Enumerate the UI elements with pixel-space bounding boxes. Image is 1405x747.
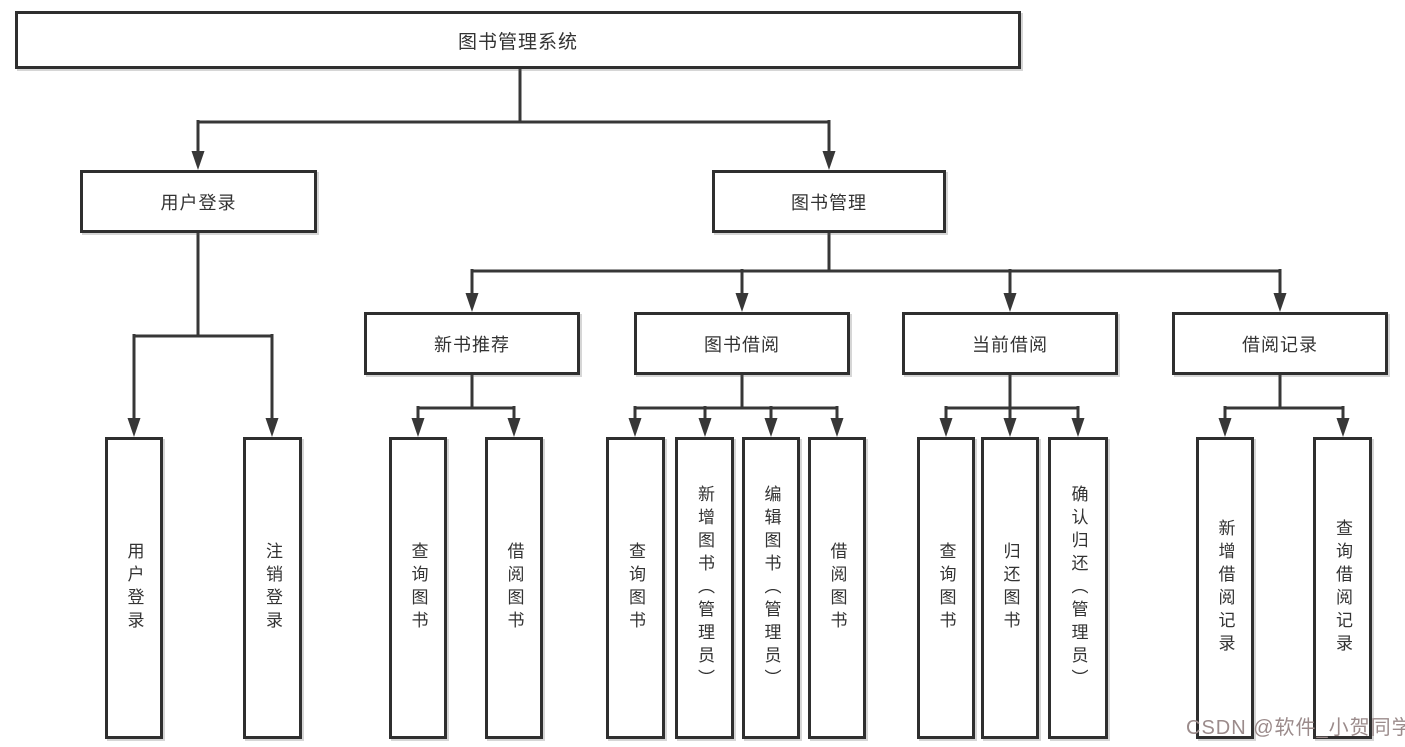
leaf-borrow-books-recommend: 借阅图书 <box>485 437 543 739</box>
node-label: 图书管理系统 <box>457 31 578 53</box>
node-user-login: 用户登录 <box>80 170 317 233</box>
node-current-borrowing: 当前借阅 <box>902 312 1118 375</box>
leaf-label: 查询图书 <box>408 542 428 634</box>
leaf-query-books-recommend: 查询图书 <box>389 437 447 739</box>
leaf-label: 归还图书 <box>1000 542 1020 634</box>
leaf-label: 新增借阅记录 <box>1215 519 1235 657</box>
leaf-label: 借阅图书 <box>504 542 524 634</box>
leaf-label: 查询图书 <box>626 542 645 634</box>
leaf-label: 查询图书 <box>936 542 956 634</box>
leaf-user-login: 用户登录 <box>105 437 163 739</box>
arrow-heads <box>127 151 1350 437</box>
node-label: 当前借阅 <box>972 334 1048 355</box>
leaf-edit-books-admin: 编辑图书（管理员） <box>742 437 800 739</box>
leaf-query-books-borrowing: 查询图书 <box>606 437 665 739</box>
leaf-label: 注销登录 <box>263 542 282 634</box>
leaf-borrow-books-borrowing: 借阅图书 <box>808 437 866 739</box>
leaf-query-borrow-record: 查询借阅记录 <box>1313 437 1372 739</box>
leaf-add-books-admin: 新增图书（管理员） <box>675 437 734 739</box>
leaf-query-books-current: 查询图书 <box>917 437 975 739</box>
node-book-management: 图书管理 <box>712 170 946 233</box>
node-label: 借阅记录 <box>1242 334 1318 355</box>
node-label: 新书推荐 <box>434 334 510 355</box>
node-label: 用户登录 <box>160 192 237 213</box>
csdn-watermark: CSDN @软件_小贺同学 <box>1186 717 1405 739</box>
leaf-add-borrow-record: 新增借阅记录 <box>1196 437 1254 739</box>
node-label: 图书管理 <box>791 192 867 213</box>
node-new-book-recommend: 新书推荐 <box>364 312 580 375</box>
node-library-management-system: 图书管理系统 <box>15 11 1021 69</box>
node-book-borrowing: 图书借阅 <box>634 312 850 375</box>
leaf-confirm-return-admin: 确认归还（管理员） <box>1048 437 1108 739</box>
leaf-return-books: 归还图书 <box>981 437 1039 739</box>
leaf-logout-login: 注销登录 <box>243 437 302 739</box>
leaf-label: 借阅图书 <box>827 542 847 634</box>
node-label: 图书借阅 <box>704 334 780 355</box>
leaf-label: 编辑图书（管理员） <box>761 484 781 692</box>
leaf-label: 新增图书（管理员） <box>695 484 714 692</box>
leaf-label: 确认归还（管理员） <box>1068 484 1088 692</box>
node-borrowing-records: 借阅记录 <box>1172 312 1388 375</box>
leaf-label: 用户登录 <box>124 542 144 634</box>
leaf-label: 查询借阅记录 <box>1333 519 1352 657</box>
